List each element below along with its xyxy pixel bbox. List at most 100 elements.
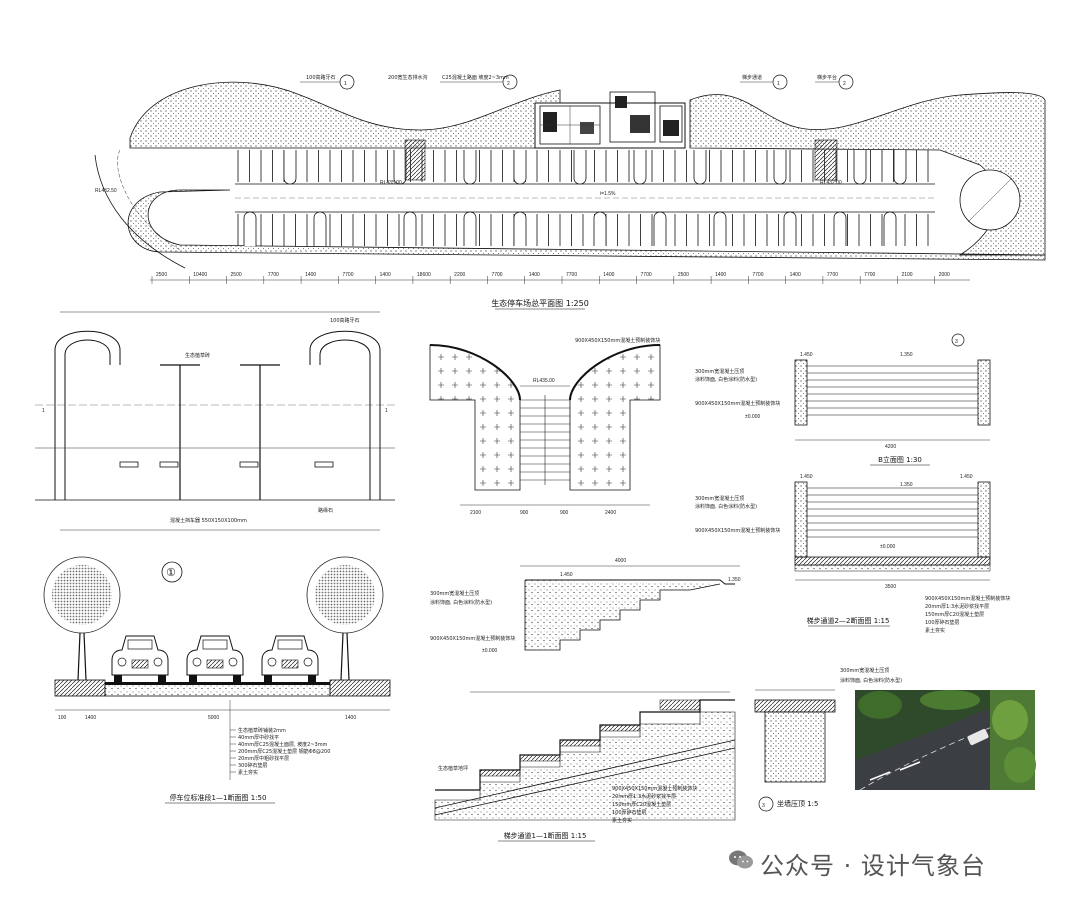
- tree-island: [653, 211, 667, 246]
- dim-label: 7700: [268, 272, 279, 278]
- stair-section-1: 900X450X150mm混凝土预制装饰块 20mm厚1:3水泥砂浆找平层 15…: [434, 691, 736, 842]
- profile-level-1450: 1.450: [560, 572, 573, 578]
- tree-island: [853, 150, 867, 185]
- car: [261, 635, 319, 682]
- layer-label: 40mm厚C25混凝土面层, 坡度2~3mm: [238, 741, 328, 748]
- wheel-stopper: [119, 461, 139, 468]
- s2-layer2: 150mm厚C20混凝土垫层: [925, 611, 984, 618]
- svg-text:4000: 4000: [615, 558, 626, 564]
- plan-note-stair: 梯步通道: [742, 74, 762, 81]
- cars: [111, 635, 319, 682]
- stair-section-2-title: 梯步通道2—2断面图 1:15: [807, 616, 890, 625]
- tree-island: [243, 211, 257, 246]
- dim-label: 1400: [529, 272, 540, 278]
- s2-layer4: 素土夯实: [925, 627, 945, 634]
- tree-island: [773, 150, 787, 185]
- svg-text:1: 1: [777, 81, 780, 87]
- layer-label: 素土夯实: [238, 769, 258, 776]
- tree-island: [513, 150, 527, 185]
- svg-text:3: 3: [762, 803, 765, 809]
- s2-layer1: 20mm厚1:3水泥砂浆找平层: [925, 603, 989, 610]
- dim-label: 18600: [417, 272, 431, 278]
- svg-text:1400: 1400: [85, 715, 96, 721]
- tree-island: [573, 150, 587, 185]
- s2-level-left: 1.450: [800, 474, 813, 480]
- dim-label: 7700: [827, 272, 838, 278]
- dim-label: 2500: [678, 272, 689, 278]
- stair-plan: RL435.00 900X450X150mm混凝土预制装饰块 2100 900 …: [429, 337, 661, 516]
- watermark-text: 公众号 · 设计气象台: [760, 852, 986, 880]
- svg-text:2: 2: [843, 81, 846, 87]
- layer-label: 40mm厚中砂找平: [238, 734, 279, 741]
- tree-island: [313, 211, 327, 246]
- seat-wall-title: 坐墙压顶 1:5: [777, 799, 819, 808]
- svg-text:5000: 5000: [208, 715, 219, 721]
- tree-left: [43, 556, 121, 681]
- elev-finish-note: 涂料饰面, 白色涂料(防水型): [695, 376, 757, 383]
- s2-cap-note: 300mm宽混凝土压顶: [695, 495, 744, 502]
- elev-level-mid: 1.350: [900, 352, 913, 358]
- note-curb: 路缘石: [318, 507, 333, 514]
- tree-island: [513, 211, 527, 246]
- s2-level-right: 1.450: [960, 474, 973, 480]
- s1-layer3: 100厚碎石垫层: [612, 809, 647, 816]
- plan-slope: i=1.5%: [600, 191, 616, 197]
- planting-area-south: [127, 189, 1046, 261]
- parking-bays-south: [237, 211, 929, 246]
- svg-text:2: 2: [507, 81, 510, 87]
- stair-patch: [814, 139, 838, 181]
- stair-patch: [404, 139, 426, 181]
- tree-island: [883, 211, 897, 246]
- plan-rl-right: RL432.00: [820, 180, 842, 186]
- stair-section-2: 1.450 1.450 1.350 ±0.000 300mm宽混凝土压顶 涂料饰…: [695, 474, 1010, 634]
- profile-zero-level: ±0.000: [482, 648, 497, 654]
- s2-layer-stone: 900X450X150mm混凝土预制装饰块: [925, 595, 1010, 602]
- s2-stone-note: 900X450X150mm混凝土预制装饰块: [695, 527, 780, 534]
- tree-island: [633, 150, 647, 185]
- svg-text:2400: 2400: [605, 510, 616, 516]
- plan-note-curb: 100高路牙石: [306, 74, 336, 81]
- elev-level-left: 1.450: [800, 352, 813, 358]
- elevation-courses: [807, 365, 978, 416]
- parking-bays-north: [237, 150, 929, 185]
- layer-label: 200mm厚C25混凝土垫层 钢筋Φ8@200: [238, 748, 330, 755]
- wheel-stopper: [159, 461, 179, 468]
- profile-finish-note: 涂料饰面, 白色涂料(防水型): [430, 599, 492, 606]
- plan-rl-mid: RL435.00: [380, 180, 402, 186]
- s2-zero: ±0.000: [880, 544, 895, 550]
- b-elevation: 1.450 1.350 300mm宽混凝土压顶 涂料饰面, 白色涂料(防水型) …: [695, 333, 991, 466]
- dim-label: 10400: [193, 272, 207, 278]
- car: [186, 635, 244, 682]
- dim-label: 7700: [864, 272, 875, 278]
- note-grass-paver: 生态植草砖: [185, 352, 210, 359]
- tree-island: [713, 211, 727, 246]
- note-curb-height: 100高路牙石: [330, 317, 360, 324]
- wheel-stoppers: [119, 461, 334, 468]
- profile-cap-note: 300mm宽混凝土压顶: [430, 590, 479, 597]
- s1-grass: 生态植草地坪: [438, 765, 468, 772]
- dim-label: 2200: [454, 272, 465, 278]
- stall-detail-plan: 生态植草砖 混凝土挡车器 550X150X100mm 路缘石 100高路牙石 1…: [35, 311, 395, 531]
- detail-3-marker: [758, 796, 774, 812]
- tree-island: [463, 150, 477, 185]
- cap-width-note: 300mm宽混凝土压顶: [840, 667, 889, 674]
- svg-text:1: 1: [344, 81, 347, 87]
- stair-rl: RL435.00: [533, 378, 555, 384]
- wechat-icon: [729, 850, 753, 869]
- dim-label: 7700: [641, 272, 652, 278]
- stair-stone-note: 900X450X150mm混凝土预制装饰块: [575, 337, 660, 344]
- tree-island: [283, 150, 297, 185]
- cap-finish-note: 涂料饰面, 白色涂料(防水型): [840, 677, 902, 684]
- svg-text:1400: 1400: [345, 715, 356, 721]
- wheel-stopper: [239, 461, 259, 468]
- profile-stone-note: 900X450X150mm混凝土预制装饰块: [430, 635, 515, 642]
- note-wheel-stopper: 混凝土挡车器 550X150X100mm: [170, 517, 247, 524]
- dim-label: 2100: [901, 272, 912, 278]
- tree-island: [463, 211, 477, 246]
- svg-text:900: 900: [560, 510, 569, 516]
- plan-note-platform: 梯步平台: [817, 74, 837, 81]
- section-title: 停车位标准段1—1断面图 1:50: [170, 793, 267, 802]
- b-elevation-title: B立面图 1:30: [878, 455, 922, 464]
- dim-label: 1400: [790, 272, 801, 278]
